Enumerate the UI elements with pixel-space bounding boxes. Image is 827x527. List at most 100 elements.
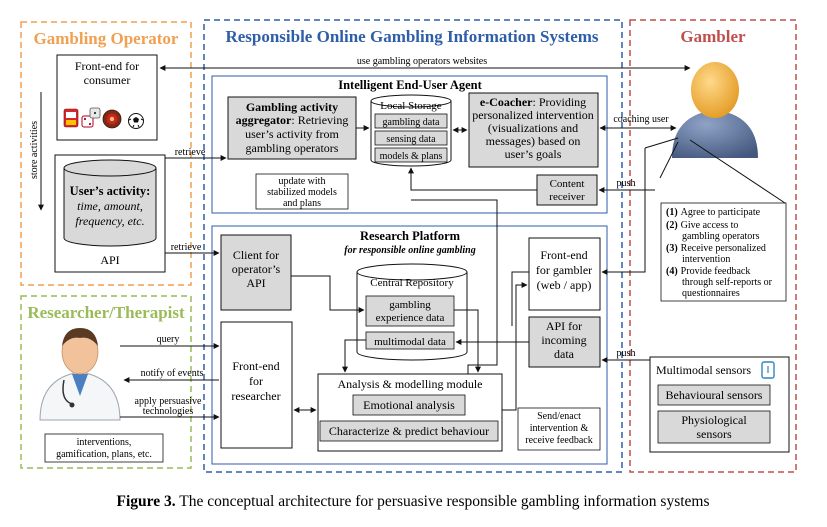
client-api-line1: Client for (233, 248, 279, 262)
retrieve-label-2: retrieve (171, 242, 202, 253)
ecoacher-title: e-Coacher (480, 95, 533, 109)
receiver-to-storage-arrow (408, 167, 537, 191)
repo-gambling-experience (365, 295, 455, 327)
agent-box (211, 75, 608, 214)
ecoacher-line1: : Providing (532, 95, 586, 109)
repo-to-analysis-arrow-2 (454, 309, 481, 373)
gambler-steps-list: (1)Agree to participate (2)Give access t… (666, 207, 773, 299)
storage-item-models (374, 147, 448, 163)
store-activities-label: store activities (29, 121, 40, 179)
user-activity-line2: frequency, etc. (75, 214, 144, 228)
step2-num: (2) (666, 220, 678, 231)
aggregator-box (227, 96, 357, 160)
gambler-avatar-icon (672, 62, 758, 158)
consumer-frontend-line1: Front-end for (75, 59, 139, 73)
repo-item2: multimodal data (374, 336, 446, 348)
api-incoming-box (528, 316, 601, 368)
coaching-user-label: coaching user (613, 114, 669, 125)
ecoacher-box (468, 92, 599, 168)
step1-line1: Agree to participate (681, 207, 761, 218)
platform-title: Research Platform (360, 229, 461, 243)
step4-line1: Provide feedback (681, 266, 751, 277)
repository-title: Central Repository (370, 277, 454, 289)
gambler-frontend-line2: for gambler (536, 263, 592, 277)
gambler-connector-1 (644, 137, 679, 149)
predict-behaviour-label: Characterize & predict behaviour (329, 424, 489, 438)
repo-to-analysis-arrow (342, 339, 366, 373)
step1-num: (1) (666, 207, 678, 218)
techniques-note (44, 433, 164, 463)
predict-behaviour-box (319, 420, 499, 442)
push-label-2: push (617, 348, 636, 359)
send-line1: Send/enact (537, 411, 581, 422)
aggregator-line3: gambling operators (246, 141, 339, 155)
caption-text: The conceptual architecture for persuasi… (176, 493, 710, 510)
gambler-connector-2 (659, 141, 679, 179)
notify-label: notify of events (141, 368, 204, 379)
step4-line3: questionnaires (682, 288, 740, 299)
content-receiver-line1: Content (550, 178, 585, 190)
persuasive-line1: apply persuasive (135, 396, 202, 407)
operator-panel (20, 21, 192, 286)
storage-item-sensing (374, 130, 448, 146)
send-line2: intervention & (530, 423, 589, 434)
send-line3: receive feedback (525, 435, 592, 446)
send-enact-note (517, 407, 601, 451)
api-incoming-line3: data (554, 347, 575, 361)
researcher-frontend-line3: researcher (231, 389, 280, 403)
repo-item1-line2: experience data (376, 312, 445, 324)
step3-num: (3) (666, 243, 678, 254)
api-label: API (100, 253, 119, 267)
storage-item-models-label: models & plans (380, 151, 443, 162)
gambler-connector-3 (689, 139, 786, 204)
researcher-frontend-line1: Front-end (232, 359, 279, 373)
retrieve-label-1: retrieve (175, 147, 206, 158)
update-line2: stabilized models (267, 187, 337, 198)
researcher-panel (20, 295, 192, 469)
gambler-frontend-to-repo-line (511, 271, 529, 326)
sensors-title: Multimodal sensors (656, 363, 751, 377)
step4: (4)Provide feedback (666, 266, 750, 277)
behavioural-sensors-box (657, 384, 771, 406)
push-label-1: push (617, 178, 636, 189)
ecoacher-line1-group: e-Coacher: Providing (480, 95, 586, 109)
consumer-frontend-line2: consumer (84, 73, 131, 87)
update-models-note (255, 173, 349, 210)
aggregator-line2: user’s activity from (245, 127, 339, 141)
websites-label: use gambling operators websites (357, 56, 487, 67)
content-receiver-line2: receiver (549, 191, 585, 203)
aggregator-title2: aggregator (236, 113, 292, 127)
analysis-to-storage-line (411, 199, 498, 374)
step3-line2: intervention (682, 254, 730, 265)
user-activity-title: User’s activity: (70, 184, 151, 198)
user-activity-database (63, 159, 157, 247)
phone-sensor-icon (761, 361, 775, 379)
operator-panel-title: Gambling Operator (34, 29, 179, 48)
query-label: query (157, 334, 180, 345)
aggregator-line1: : Retrieving (291, 113, 348, 127)
systems-panel-title: Responsible Online Gambling Information … (225, 27, 598, 46)
storage-item-sensing-label: sensing data (386, 134, 436, 145)
researcher-panel-title: Researcher/Therapist (27, 303, 185, 322)
ecoacher-line2: personalized intervention (472, 108, 594, 122)
figure-caption: Figure 3. The conceptual architecture fo… (117, 493, 710, 510)
roulette-icon (102, 109, 122, 129)
client-api-box (220, 234, 292, 311)
aggregator-line1-group: aggregator: Retrieving (236, 113, 349, 127)
researcher-frontend-box (220, 321, 293, 449)
gambler-steps-box (660, 202, 787, 302)
gambler-frontend-line3: (web / app) (537, 278, 592, 292)
step2: (2)Give access to (666, 220, 738, 231)
systems-panel (203, 19, 623, 473)
analysis-title: Analysis & modelling module (338, 377, 483, 391)
step2-line1: Give access to (681, 220, 739, 231)
ecoacher-line3: (visualizations and (488, 121, 578, 135)
persuasive-line2: technologies (143, 406, 194, 417)
update-line1: update with (279, 176, 326, 187)
researcher-frontend-line2: for (249, 374, 263, 388)
dice-icon (81, 107, 101, 128)
emotional-analysis-box (352, 394, 466, 416)
gambler-panel-title: Gambler (680, 27, 746, 46)
doctor-avatar-icon (39, 328, 121, 421)
